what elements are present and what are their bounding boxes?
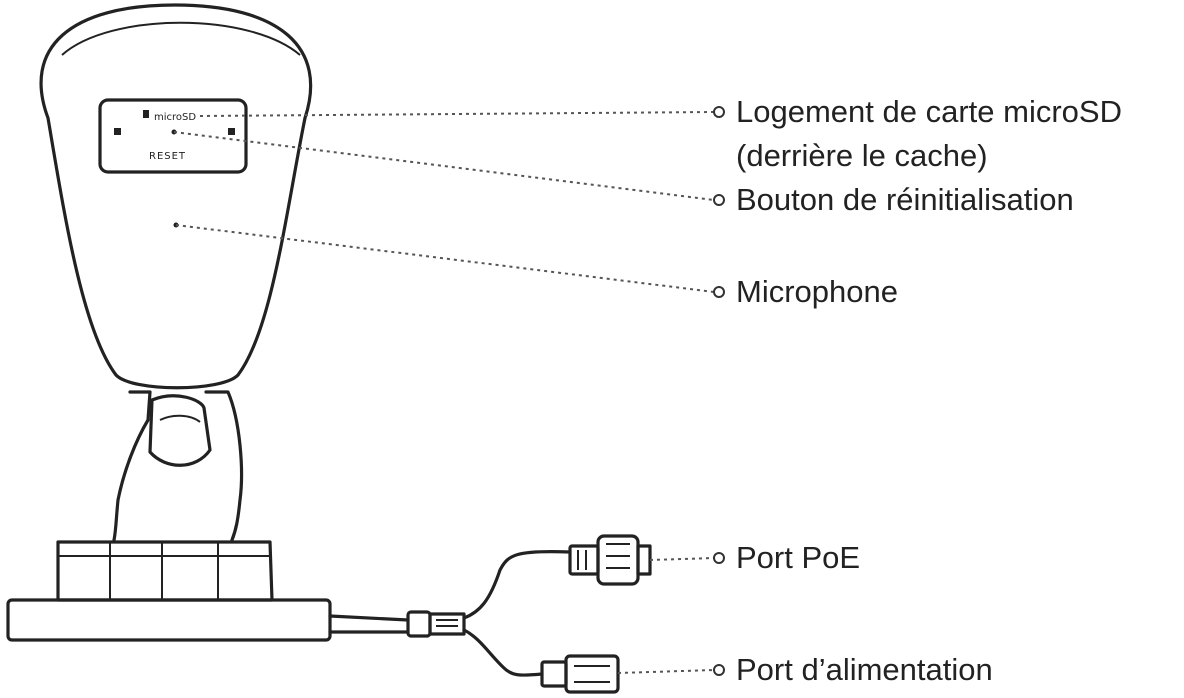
power-connector (540, 654, 620, 694)
poe-connector (568, 534, 652, 586)
back-panel: microSD RESET (98, 98, 248, 174)
base-plate (6, 598, 332, 642)
panel-reset-text: RESET (149, 151, 186, 162)
mount-arm (112, 390, 244, 542)
leader-dot-reset (713, 194, 725, 206)
label-microsd-slot: Logement de carte microSD (736, 94, 1122, 129)
base-ring (56, 540, 274, 602)
label-power-port: Port d’alimentation (736, 652, 993, 687)
label-microsd-note: (derrière le cache) (736, 138, 988, 173)
leader-dot-microphone (713, 286, 725, 298)
leader-dot-poe (713, 552, 725, 564)
leader-dot-power (713, 664, 725, 676)
camera-head (39, 3, 313, 390)
cable (328, 549, 572, 677)
label-reset-button: Bouton de réinitialisation (736, 182, 1074, 217)
leader-dot-microsd (713, 106, 725, 118)
leader-lines (173, 111, 715, 674)
label-poe-port: Port PoE (736, 540, 861, 575)
label-microphone: Microphone (736, 274, 898, 309)
panel-microsd-text: microSD (154, 112, 196, 123)
